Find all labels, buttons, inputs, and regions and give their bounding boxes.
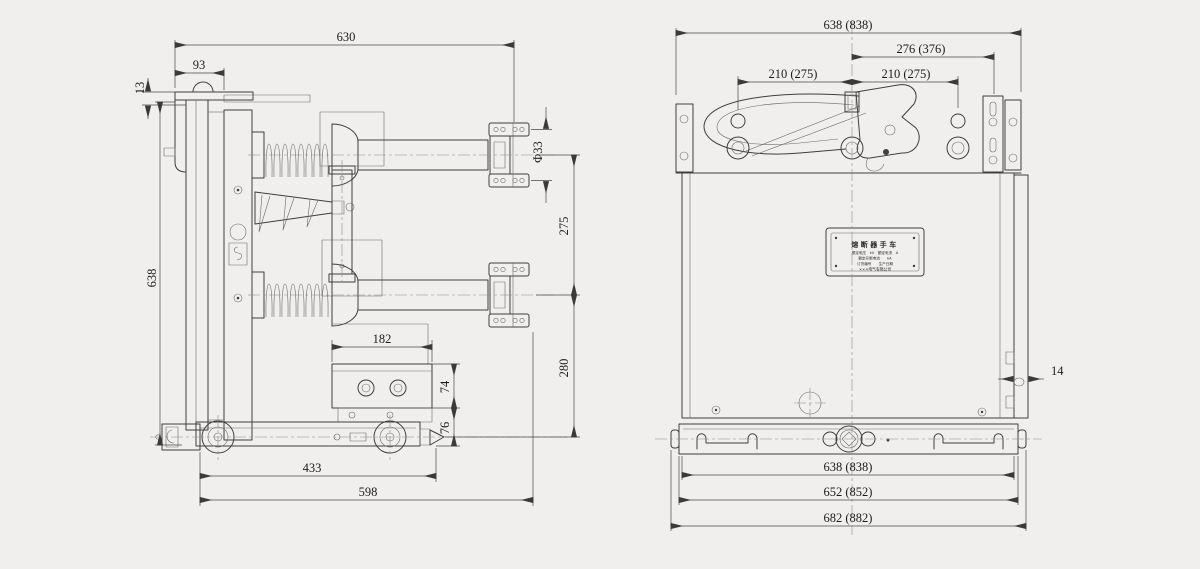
latch-cam: [855, 84, 920, 159]
side-dimensions: 630 93 13 638 Φ33 275 280: [133, 30, 580, 506]
dim-right-half-span: 210 (275): [882, 67, 931, 81]
dim-upper-right-span: 276 (376): [897, 42, 946, 56]
front-top-mechanism: [675, 84, 1022, 174]
side-view: 630 93 13 638 Φ33 275 280: [133, 30, 580, 506]
dim-overall-width: 630: [337, 30, 356, 44]
side-frame: [163, 81, 311, 441]
dim-top-width: 638 (838): [824, 18, 873, 32]
front-body: [681, 172, 1029, 419]
dim-rail-width: 14: [1051, 364, 1064, 378]
nameplate-row2: 额定开断电流 kA: [858, 256, 892, 261]
dim-contact-dia: Φ33: [531, 141, 545, 163]
dim-pole-spacing: 275: [557, 217, 571, 236]
dim-base-length: 598: [359, 485, 378, 499]
bellows-insulator: [265, 283, 329, 318]
bellows-insulator: [265, 143, 329, 178]
front-dimensions: 638 (838) 276 (376) 210 (275) 210 (275) …: [670, 18, 1064, 531]
base-handle: [696, 433, 758, 450]
nameplate-company: ×××电气有限公司: [859, 267, 892, 272]
nameplate-row1: 额定电压 kV 额定电流 A: [852, 250, 899, 255]
front-view: 熔断器手车 额定电压 kV 额定电流 A 额定开断电流 kA 订货编号 生产日期…: [655, 18, 1064, 535]
lower-contact: [488, 262, 530, 328]
upper-pole: [251, 111, 530, 188]
dim-left-half-span: 210 (275): [769, 67, 818, 81]
dim-frame-width: 652 (852): [824, 485, 873, 499]
side-centerlines: [150, 154, 575, 460]
dim-rear-bracket-height: 74: [438, 380, 452, 393]
dim-body-width: 638 (838): [824, 460, 873, 474]
rear-bracket: [331, 363, 433, 423]
dim-chassis-height: 76: [438, 422, 452, 435]
dim-overall-width-front: 682 (882): [824, 511, 873, 525]
mid-insulator: [254, 191, 355, 233]
fuse-tube: [321, 165, 383, 297]
nameplate-row3: 订货编号 生产日期: [857, 261, 893, 266]
lever-outer: [703, 93, 859, 155]
base-handle: [933, 433, 1004, 450]
dim-rear-bracket-width: 182: [373, 332, 392, 346]
side-rail: [1013, 174, 1029, 419]
dim-lower-spacing: 280: [557, 359, 571, 378]
dim-bracket-width: 93: [193, 58, 206, 72]
dim-wheel-span: 433: [303, 461, 322, 475]
dim-overall-height: 638: [145, 269, 159, 288]
lever-inner: [716, 102, 855, 145]
dim-bracket-offset: 13: [133, 82, 147, 95]
nameplate-title: 熔断器手车: [851, 240, 899, 249]
hook-icon: [233, 246, 242, 261]
guide-spigot: [429, 429, 445, 446]
nameplate: 熔断器手车 额定电压 kV 额定电流 A 额定开断电流 kA 订货编号 生产日期…: [825, 227, 925, 277]
front-centerlines: [655, 22, 1042, 535]
lower-pole: [251, 262, 530, 364]
